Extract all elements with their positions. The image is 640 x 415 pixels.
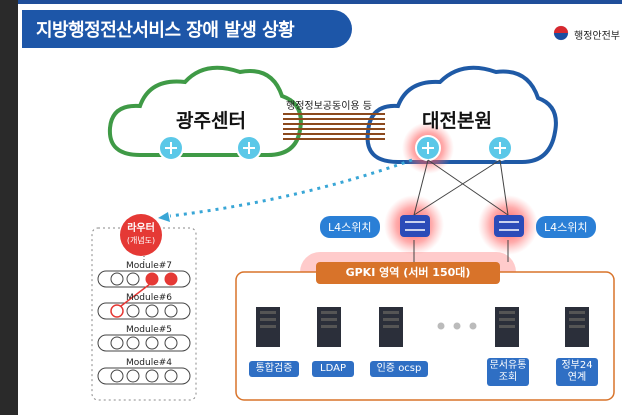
gpki-area-label: GPKI 영역 (서버 150대) xyxy=(316,262,500,284)
title-bar xyxy=(22,10,352,48)
router-sub-label: (개념도) xyxy=(126,236,156,245)
server-rack-icon xyxy=(565,307,589,347)
module-label: Module#6 xyxy=(126,293,172,303)
server-rack-icon xyxy=(317,307,341,347)
module-label: Module#7 xyxy=(126,261,172,271)
module-row xyxy=(97,270,191,288)
l4-switch-icon xyxy=(494,215,524,237)
l4-switch-label-left: L4스위치 xyxy=(320,216,380,238)
server-label-line: 조회 xyxy=(498,372,518,383)
ministry-logo-icon xyxy=(553,25,569,41)
router-label: 라우터 xyxy=(127,223,155,234)
server-label-ocsp: 인증 ocsp xyxy=(370,361,428,377)
router-icon xyxy=(158,135,184,161)
module-row xyxy=(97,334,191,352)
top-accent-bar xyxy=(18,0,622,4)
server-label-line: 문서유통 xyxy=(489,360,527,371)
server-label-doc-distribution: 문서유통 조회 xyxy=(487,358,529,386)
server-rack-icon xyxy=(256,307,280,347)
link-label: 행정정보공동이용 등 xyxy=(286,101,372,112)
page-title: 지방행정전산서비스 장애 발생 상황 xyxy=(36,20,295,41)
ellipsis-dots-icon xyxy=(437,322,477,330)
cloud-label-daejeon: 대전본원 xyxy=(422,110,492,132)
interlink-lines xyxy=(283,113,385,140)
server-label-ldap: LDAP xyxy=(312,361,354,377)
router-icon xyxy=(415,135,441,161)
server-label-line: 연계 xyxy=(567,372,587,383)
arrow-head-icon xyxy=(158,212,170,222)
module-row xyxy=(97,367,191,385)
server-label-line: 정부24 xyxy=(561,360,593,371)
l4-switch-label-right: L4스위치 xyxy=(536,216,596,238)
ministry-name: 행정안전부 xyxy=(574,31,620,42)
fault-move-line xyxy=(120,283,151,307)
router-icon xyxy=(487,135,513,161)
router-badge: 라우터 (개념도) xyxy=(120,214,162,256)
server-label-gov24: 정부24 연계 xyxy=(556,358,598,386)
server-label-verification: 통합검증 xyxy=(249,361,299,377)
module-row xyxy=(97,302,191,320)
module-label: Module#5 xyxy=(126,325,172,335)
mesh-lines xyxy=(413,159,509,262)
router-icon xyxy=(236,135,262,161)
server-rack-icon xyxy=(495,307,519,347)
server-rack-icon xyxy=(379,307,403,347)
fault-path-arrow xyxy=(169,158,413,218)
module-label: Module#4 xyxy=(126,358,172,368)
cloud-label-gwangju: 광주센터 xyxy=(176,110,246,132)
l4-switch-icon xyxy=(400,215,430,237)
